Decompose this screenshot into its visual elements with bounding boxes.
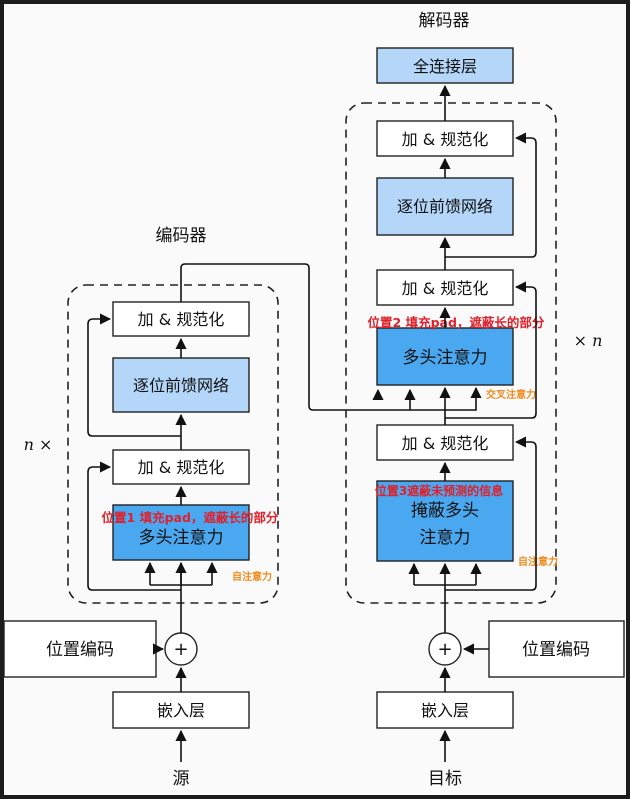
- encoder-ffn-label: 逐位前馈网络: [133, 376, 229, 395]
- encoder-attention-box: [112, 504, 250, 561]
- decoder-dense-box: [376, 47, 514, 84]
- encoder-attention-label: 多头注意力: [139, 528, 224, 548]
- encoder-add-norm-bottom-box: [112, 449, 250, 485]
- encoder-arrows: [87, 263, 416, 762]
- encoder-add-norm-bottom-label: 加 & 规范化: [138, 458, 225, 477]
- decoder-ffn-label: 逐位前馈网络: [397, 197, 493, 216]
- decoder-plus-sign: +: [437, 639, 452, 660]
- decoder-title: 解码器: [419, 11, 470, 31]
- encoder-pos-encoding-box: [3, 620, 157, 678]
- encoder-embedding-label: 嵌入层: [157, 701, 205, 720]
- encoder-add-norm-top-label: 加 & 规范化: [138, 310, 225, 329]
- encoder-input-label: 源: [173, 769, 190, 789]
- decoder-masked-attention-line1: 掩蔽多头: [411, 501, 479, 521]
- decoder-dense-label: 全连接层: [413, 57, 477, 76]
- decoder-cross-attention-box: [376, 327, 514, 386]
- encoder-plus-sign: +: [173, 639, 188, 660]
- encoder-pos-encoding-label: 位置编码: [46, 640, 114, 660]
- decoder-add-norm-mid-label: 加 & 规范化: [402, 279, 489, 298]
- encoder-ffn-box: [112, 357, 250, 413]
- encoder-annotation-red: 位置1 填充pad，遮蔽长的部分: [102, 510, 279, 525]
- decoder-add-norm-bottom-box: [376, 424, 514, 461]
- decoder-annotation-red-masked: 位置3遮蔽未预测的信息: [375, 483, 503, 498]
- decoder-input-label: 目标: [428, 769, 462, 789]
- encoder-block-frame: [67, 284, 279, 604]
- decoder-annotation-red-cross: 位置2 填充pad，遮蔽长的部分: [368, 315, 545, 330]
- decoder-add-norm-top-box: [376, 120, 514, 157]
- decoder-add-norm-mid-box: [376, 269, 514, 306]
- decoder-arrows: [408, 84, 537, 762]
- decoder-pos-encoding-box: [488, 620, 625, 678]
- decoder-embedding-box: [376, 691, 514, 729]
- decoder-cross-attention-label: 多头注意力: [403, 348, 488, 368]
- encoder-add-norm-top-box: [112, 301, 250, 337]
- decoder-masked-attention-line2: 注意力: [420, 528, 471, 548]
- decoder-masked-attention-box: [376, 480, 514, 562]
- decoder-add-norm-bottom-label: 加 & 规范化: [402, 434, 489, 453]
- encoder-embedding-box: [112, 691, 250, 729]
- decoder-add-norm-top-label: 加 & 规范化: [402, 130, 489, 149]
- encoder-repeat-label: n ×: [24, 435, 53, 454]
- decoder-annotation-orange-masked: 自注意力: [518, 555, 558, 568]
- encoder-annotation-orange: 自注意力: [232, 570, 272, 583]
- encoder-title: 编码器: [156, 226, 207, 246]
- decoder-annotation-orange-cross: 交叉注意力: [486, 388, 536, 401]
- decoder-block-frame: [345, 102, 557, 604]
- decoder-pos-encoding-label: 位置编码: [522, 640, 590, 660]
- decoder-repeat-label: × n: [574, 331, 603, 350]
- decoder-embedding-label: 嵌入层: [421, 701, 469, 720]
